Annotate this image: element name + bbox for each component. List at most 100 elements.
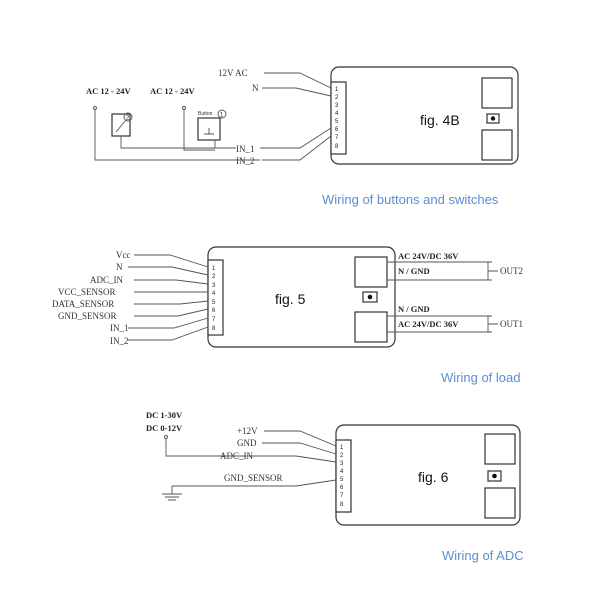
wire-12v [264, 430, 337, 447]
terminal-pins-2: 1 2 3 4 5 6 7 8 [212, 266, 216, 332]
label-12v-ac: 12V AC [218, 68, 248, 78]
pin-1: 1 [212, 266, 216, 272]
pin-1: 1 [340, 445, 344, 451]
pin-3: 3 [340, 461, 344, 467]
led-dot-1 [490, 116, 496, 121]
label-vcc: Vcc [116, 250, 131, 260]
pin-7: 7 [335, 135, 339, 141]
label-in1: IN_1 [236, 144, 255, 154]
pin-3: 3 [212, 283, 216, 289]
pin-6: 6 [335, 127, 339, 133]
button-1-number: 1 [220, 113, 224, 119]
supply-label-dc2: DC 0-12V [146, 423, 183, 433]
label-data-sensor: DATA_SENSOR [52, 299, 114, 309]
button-label: Button [198, 111, 213, 117]
label-gnd: GND [237, 438, 257, 448]
pin-7: 7 [212, 317, 216, 323]
wire-gnd-sensor [134, 308, 209, 317]
label-12v: +12V [237, 426, 258, 436]
relay-top-1 [481, 77, 513, 109]
terminal-dot-c [164, 435, 168, 439]
pin-5: 5 [340, 477, 344, 483]
terminal-dot-a [93, 106, 97, 110]
label-out1: OUT1 [500, 319, 523, 329]
pin-4: 4 [212, 291, 216, 297]
bracket-out2 [487, 262, 498, 280]
button-1-contact [204, 128, 216, 148]
wire-gnd-sensor [172, 479, 337, 487]
wire-in2 [262, 135, 332, 161]
wire-switch2-common [94, 110, 260, 161]
caption-3: Wiring of ADC [442, 548, 524, 563]
label-adc-in: ADC_IN [90, 275, 123, 285]
switch-2-marker [123, 112, 133, 122]
wire-adc-in [165, 439, 337, 463]
wire-adc-in [134, 279, 209, 285]
supply-label-2: AC 12 - 24V [150, 86, 195, 96]
pin-3: 3 [335, 103, 339, 109]
diagram-load: 1 2 3 4 5 6 7 8 fig. 5 Vcc N ADC_IN VCC_… [52, 246, 523, 385]
terminal-pins-3: 1 2 3 4 5 6 7 8 [340, 445, 344, 508]
pin-5: 5 [335, 119, 339, 125]
wire-12vac [264, 72, 332, 89]
terminal-block-2 [207, 259, 224, 336]
label-gnd-sensor: GND_SENSOR [224, 473, 283, 483]
pin-6: 6 [212, 308, 216, 314]
pin-4: 4 [340, 469, 344, 475]
pin-1: 1 [335, 87, 339, 93]
supply-label-1: AC 12 - 24V [86, 86, 131, 96]
terminal-pins-1: 1 2 3 4 5 6 7 8 [335, 87, 339, 150]
fig-label-1: fig. 4B [420, 112, 460, 128]
relay-bottom-3 [484, 487, 516, 519]
relay-bottom-1 [481, 129, 513, 161]
button-1-marker [217, 109, 227, 119]
switch-2-contact [115, 119, 236, 149]
wire-gnd [262, 442, 337, 455]
label-in1: IN_1 [110, 323, 129, 333]
label-out1-line: AC 24V/DC 36V [398, 319, 459, 329]
pin-2: 2 [340, 453, 344, 459]
label-gnd-sensor: GND_SENSOR [58, 311, 117, 321]
pin-4: 4 [335, 111, 339, 117]
pin-5: 5 [212, 300, 216, 306]
label-n: N [252, 83, 259, 93]
label-out1-neutral: N / GND [398, 304, 430, 314]
wire-in2 [128, 326, 209, 341]
wire-in1 [128, 317, 209, 329]
relay-bottom-2 [354, 311, 388, 343]
label-n: N [116, 262, 123, 272]
label-out2-neutral: N / GND [398, 266, 430, 276]
wire-vcc [134, 254, 209, 268]
fig-label-3: fig. 6 [418, 469, 449, 485]
pin-6: 6 [340, 485, 344, 491]
pin-7: 7 [340, 493, 344, 499]
led-dot-3 [492, 473, 497, 479]
diagram-adc: 1 2 3 4 5 6 7 8 fig. 6 +12V GND ADC_IN G… [146, 410, 524, 563]
bracket-out1 [487, 316, 498, 332]
pin-2: 2 [212, 274, 216, 280]
label-out2-line: AC 24V/DC 36V [398, 251, 459, 261]
diagram-buttons-switches: 1 2 3 4 5 6 7 8 fig. 4B 12V AC N IN_1 IN… [86, 66, 519, 207]
wire-n [128, 266, 209, 276]
wire-data-sensor [134, 300, 209, 305]
pin-8: 8 [340, 502, 344, 508]
ground-symbol [162, 486, 182, 501]
wire-button-feed [183, 110, 215, 151]
terminal-dot-b [182, 106, 186, 110]
wire-n [262, 87, 332, 97]
caption-2: Wiring of load [441, 370, 520, 385]
fig-label-2: fig. 5 [275, 291, 306, 307]
pin-2: 2 [335, 95, 339, 101]
led-dot-2 [367, 294, 373, 300]
relay-top-2 [354, 256, 388, 288]
supply-label-dc1: DC 1-30V [146, 410, 183, 420]
label-out2: OUT2 [500, 266, 523, 276]
wire-in1 [260, 127, 332, 149]
terminal-block-3 [335, 439, 352, 513]
caption-1: Wiring of buttons and switches [322, 192, 499, 207]
relay-top-3 [484, 433, 516, 465]
switch-2-number: 2 [126, 116, 130, 122]
terminal-block-1 [330, 81, 347, 155]
label-in2: IN_2 [236, 156, 255, 166]
label-vcc-sensor: VCC_SENSOR [58, 287, 116, 297]
